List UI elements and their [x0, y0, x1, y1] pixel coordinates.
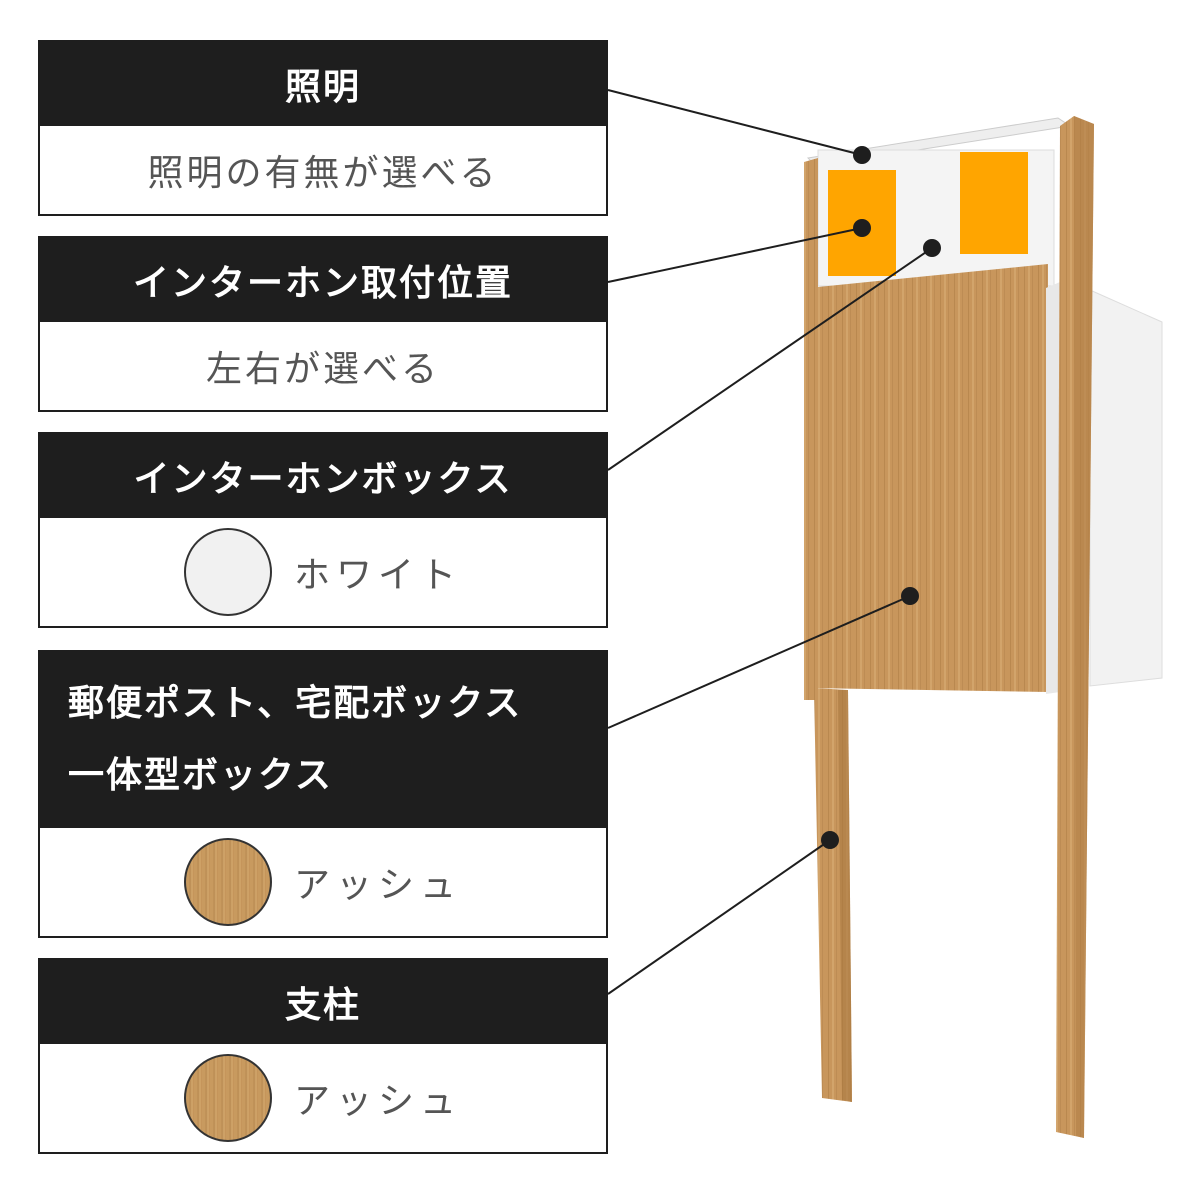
post-box-panel: 郵便ポスト、宅配ボックス 一体型ボックス アッシュ: [38, 650, 608, 938]
intercom-slot-right: [960, 152, 1028, 254]
post-box-title: 郵便ポスト、宅配ボックス 一体型ボックス: [40, 652, 606, 828]
pillar-color-label: アッシュ: [293, 1081, 462, 1122]
intercom-position-panel: インターホン取付位置 左右が選べる: [38, 236, 608, 412]
lighting-marker: [853, 146, 871, 164]
lighting-text: 照明の有無が選べる: [147, 153, 499, 194]
lighting-panel: 照明 照明の有無が選べる: [38, 40, 608, 216]
left-pillar-lower-shade: [838, 690, 852, 1102]
intercom-position-text: 左右が選べる: [205, 349, 440, 390]
intercom-box-body: ホワイト: [40, 518, 606, 626]
post-box-title-line2: 一体型ボックス: [68, 755, 333, 796]
lighting-title: 照明: [40, 42, 606, 126]
white-swatch-icon: [183, 528, 272, 616]
pillar-panel: 支柱 アッシュ: [38, 958, 608, 1154]
ash-wood-swatch-icon: [183, 1054, 272, 1142]
side-white-box: [1089, 289, 1163, 687]
intercom-position-title: インターホン取付位置: [40, 238, 606, 322]
pillar-title: 支柱: [40, 960, 606, 1044]
post-box-body: アッシュ: [40, 828, 606, 936]
intercom-box-panel: インターホンボックス ホワイト: [38, 432, 608, 628]
right-pillar-shade: [1074, 116, 1094, 1138]
intercom-position-marker: [853, 219, 871, 237]
intercom-box-title: インターホンボックス: [40, 434, 606, 518]
intercom-box-color-label: ホワイト: [293, 555, 462, 596]
post-box-front: [808, 264, 1048, 692]
post-box-side-strip: [1046, 282, 1060, 694]
pillar-marker: [821, 831, 839, 849]
post-box-color-label: アッシュ: [293, 865, 462, 906]
leader-lines: [607, 89, 933, 995]
ash-wood-swatch-icon: [183, 838, 272, 926]
post-box-title-line1: 郵便ポスト、宅配ボックス: [68, 683, 523, 724]
intercom-box-marker: [923, 239, 941, 257]
pillar-body: アッシュ: [40, 1044, 606, 1152]
post-box-marker: [901, 587, 919, 605]
